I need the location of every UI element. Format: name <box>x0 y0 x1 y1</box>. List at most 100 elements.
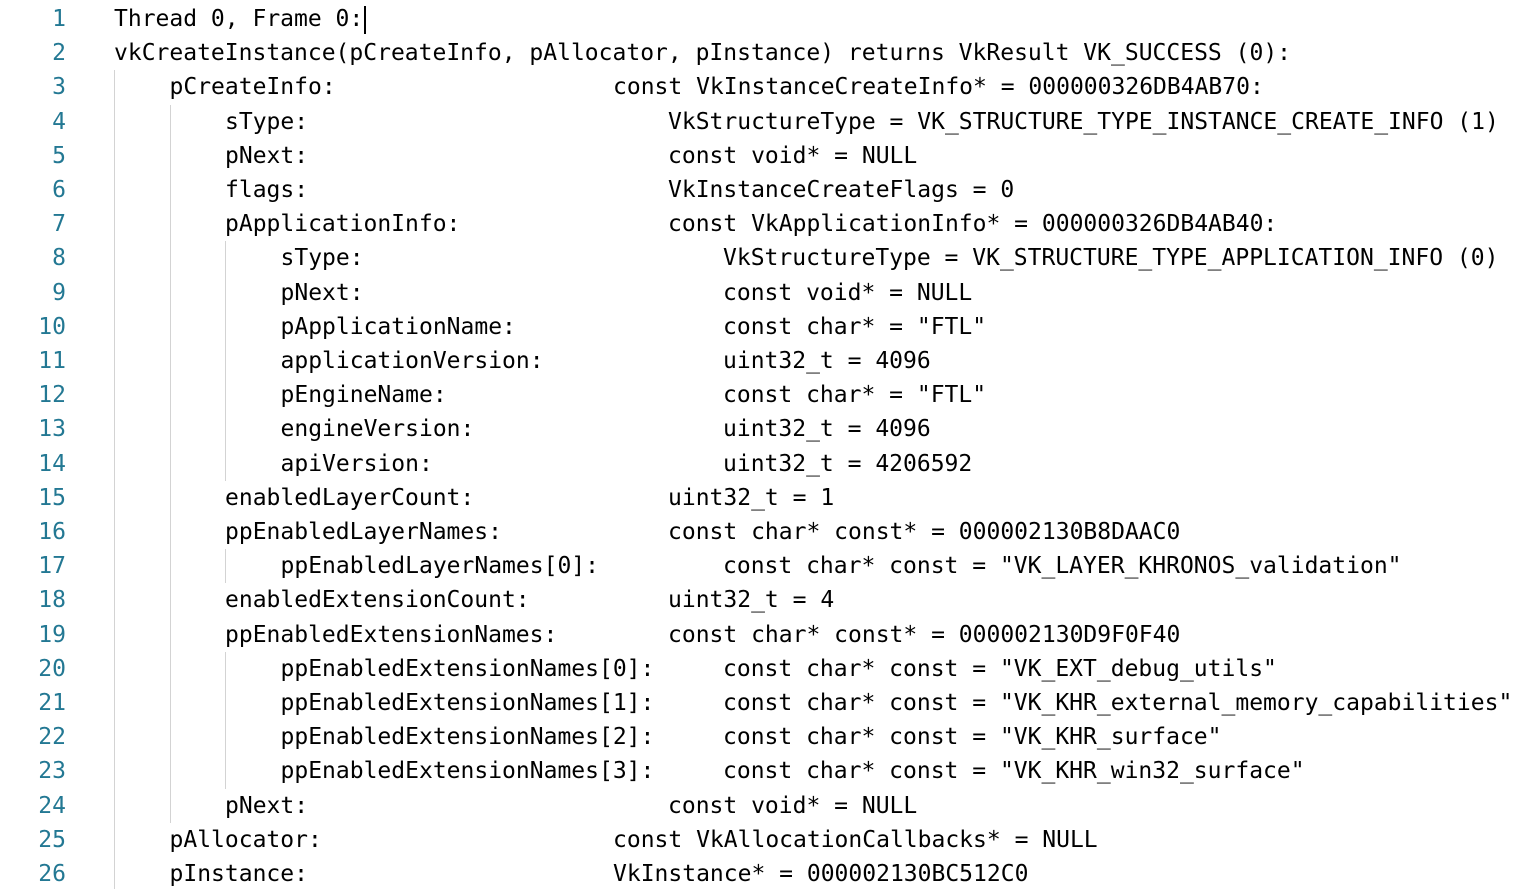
field-value: const char* const = "VK_KHR_external_mem… <box>723 690 1513 716</box>
field-name: apiVersion: <box>280 450 433 477</box>
field-value: uint32_t = 4096 <box>723 348 931 374</box>
line-number: 15 <box>38 484 66 511</box>
line-number: 25 <box>38 826 66 853</box>
code-line[interactable]: 14 apiVersion: uint32_t = 4206592 <box>0 447 1525 481</box>
indent-guide <box>169 104 171 823</box>
indent-guide <box>114 70 115 889</box>
line-number: 26 <box>38 861 66 887</box>
field-name: pCreateInfo: <box>169 74 336 101</box>
code-line[interactable]: 16 ppEnabledLayerNames: const char* const*… <box>0 515 1525 549</box>
line-number: 9 <box>52 279 66 306</box>
field-name: ppEnabledExtensionNames[1]: <box>280 690 655 716</box>
field-name: pInstance: <box>169 861 308 887</box>
field-name: pEngineName: <box>280 382 447 409</box>
code-line[interactable]: 5 pNext: const void* = NULL <box>0 139 1525 173</box>
line-number: 20 <box>38 655 66 682</box>
code-line[interactable]: 1 Thread 0, Frame 0: <box>0 2 1525 37</box>
line-number: 11 <box>38 348 66 374</box>
line-number: 23 <box>38 758 66 785</box>
field-name: engineVersion: <box>280 416 475 443</box>
code-line[interactable]: 21 ppEnabledExtensionNames[1]: const char*… <box>0 686 1525 720</box>
field-value: VkStructureType = VK_STRUCTURE_TYPE_INST… <box>668 108 1499 135</box>
indent-guide <box>225 651 226 789</box>
code-line[interactable]: 22 ppEnabledExtensionNames[2]: const char*… <box>0 720 1525 754</box>
line-number: 17 <box>38 553 66 580</box>
line-number: 13 <box>38 416 66 443</box>
field-value: const char* const = "VK_KHR_surface" <box>723 724 1222 751</box>
field-name: flags: <box>225 177 309 203</box>
code-line[interactable]: 20 ppEnabledExtensionNames[0]: const char*… <box>0 652 1525 686</box>
field-value: const char* const = "VK_LAYER_KHRONOS_va… <box>723 553 1402 580</box>
line-number: 10 <box>38 313 66 340</box>
line-number: 12 <box>38 382 66 409</box>
code-line[interactable]: 25 pAllocator: const VkAllocationCallbacks… <box>0 823 1525 857</box>
code-line[interactable]: 19 ppEnabledExtensionNames: const char* co… <box>0 618 1525 652</box>
field-value: VkInstanceCreateFlags = 0 <box>668 177 1015 203</box>
field-name: pApplicationInfo: <box>225 211 461 238</box>
line-number: 7 <box>52 211 66 238</box>
field-value: uint32_t = 4206592 <box>723 450 973 477</box>
field-value: const VkAllocationCallbacks* = NULL <box>613 826 1098 853</box>
field-name: ppEnabledExtensionNames[2]: <box>280 724 655 751</box>
field-name: ppEnabledExtensionNames[0]: <box>280 655 655 682</box>
code-line[interactable]: 12 pEngineName: const char* = "FTL" <box>0 378 1525 412</box>
field-value: VkInstance* = 000002130BC512C0 <box>613 861 1029 887</box>
field-name: enabledExtensionCount: <box>225 587 530 614</box>
field-value: uint32_t = 4 <box>668 587 835 614</box>
field-value: VkStructureType = VK_STRUCTURE_TYPE_APPL… <box>723 245 1499 272</box>
indent-guide <box>225 241 226 481</box>
code-line[interactable]: 6 flags: VkInstanceCreateFlags = 0 <box>0 173 1525 207</box>
field-value: uint32_t = 4096 <box>723 416 931 443</box>
field-value: const VkInstanceCreateInfo* = 000000326D… <box>613 74 1264 101</box>
line-number: 19 <box>38 621 66 648</box>
field-value: const char* const* = 000002130B8DAAC0 <box>668 519 1181 545</box>
field-name: pNext: <box>225 792 309 819</box>
field-name: enabledLayerCount: <box>225 484 475 511</box>
line-number: 16 <box>38 519 66 545</box>
code-line[interactable]: 7 pApplicationInfo: const VkApplicationInf… <box>0 207 1525 241</box>
code-line[interactable]: 4 sType: VkStructureType = VK_STRUCTURE_TY… <box>0 105 1525 139</box>
field-value: uint32_t = 1 <box>668 484 835 511</box>
field-name: sType: <box>225 108 309 135</box>
line-number: 14 <box>38 450 66 477</box>
field-value: const char* const* = 000002130D9F0F40 <box>668 621 1181 648</box>
line-number: 2 <box>52 40 66 67</box>
line-number: 22 <box>38 724 66 751</box>
text-cursor <box>364 5 367 34</box>
code-line[interactable]: 17 ppEnabledLayerNames[0]: const char* con… <box>0 549 1525 583</box>
code-line[interactable]: 23 ppEnabledExtensionNames[3]: const char*… <box>0 754 1525 788</box>
field-value: const void* = NULL <box>668 142 918 169</box>
field-name: ppEnabledExtensionNames: <box>225 621 558 648</box>
line-number: 8 <box>52 245 66 272</box>
code-line[interactable]: 2 vkCreateInstance(pCreateInfo, pAllocato… <box>0 36 1525 70</box>
field-value: const char* const = "VK_KHR_win32_surfac… <box>723 758 1305 785</box>
line-number: 24 <box>38 792 66 819</box>
field-name: pApplicationName: <box>280 313 516 340</box>
line-number: 4 <box>52 108 66 135</box>
code-line[interactable]: 13 engineVersion: uint32_t = 4096 <box>0 412 1525 446</box>
field-name: ppEnabledLayerNames: <box>225 519 502 545</box>
field-name: pNext: <box>225 142 309 169</box>
field-name: pAllocator: <box>169 826 322 853</box>
line-number: 5 <box>52 142 66 169</box>
code-line[interactable]: 15 enabledLayerCount: uint32_t = 1 <box>0 481 1525 515</box>
line-number: 6 <box>52 177 66 203</box>
code-line[interactable]: 26 pInstance: VkInstance* = 000002130BC512… <box>0 857 1525 889</box>
field-name: ppEnabledExtensionNames[3]: <box>280 758 655 785</box>
field-name: vkCreateInstance(pCreateInfo, pAllocator… <box>114 40 1292 67</box>
field-value: const VkApplicationInfo* = 000000326DB4A… <box>668 211 1278 238</box>
field-value: const char* = "FTL" <box>723 382 987 409</box>
field-name: ppEnabledLayerNames[0]: <box>280 553 600 580</box>
field-value: const char* const = "VK_EXT_debug_utils" <box>723 655 1277 682</box>
line-number: 21 <box>38 690 66 716</box>
field-name: Thread 0, Frame 0: <box>114 2 367 36</box>
line-number: 1 <box>52 6 66 32</box>
